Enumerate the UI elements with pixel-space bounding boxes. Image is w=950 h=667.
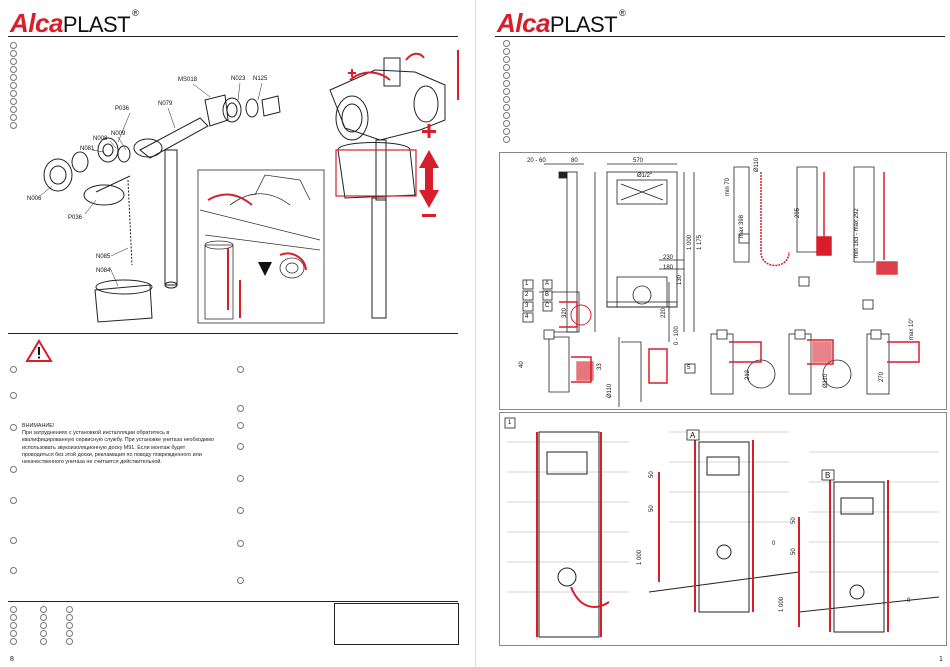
- part-label-n125: N125: [253, 76, 268, 82]
- part-label-n084: N084: [96, 268, 111, 274]
- part-label-n081: N081: [80, 146, 95, 152]
- right-page: AlcaPLAST®: [477, 0, 950, 667]
- part-label-ms018: MS018: [178, 77, 198, 83]
- part-label-p036-top: P036: [115, 106, 130, 112]
- dim-33: 33: [597, 363, 603, 370]
- technical-drawing-frame: [499, 152, 947, 410]
- section-rule: [8, 333, 458, 334]
- installation-drawing-frame: [499, 412, 947, 646]
- dim-min183-max292: min 183 - max 292: [854, 208, 860, 258]
- ru-warning-title: ВНИМАНИЕ!: [22, 423, 55, 429]
- dealer-stamp-box: [334, 603, 459, 645]
- dim-230: 230: [663, 255, 674, 261]
- triangle-marker-icon: [258, 262, 272, 276]
- install-step-1: 1: [508, 420, 512, 426]
- dim-180: 180: [663, 265, 674, 271]
- letter-a: A: [545, 281, 550, 287]
- dim-max10deg: max 10°: [909, 317, 915, 340]
- part-label-n085: N085: [96, 254, 111, 260]
- step-3: 3: [525, 303, 529, 309]
- dim-d110-left: Ø110: [607, 383, 613, 398]
- install-dim-a-0: 0: [772, 541, 776, 547]
- part-label-n009: N009: [111, 131, 126, 137]
- part-label-n008: N008: [93, 136, 108, 142]
- install-dim-a-50-bottom: 50: [649, 505, 655, 512]
- part-label-n079: N079: [158, 101, 173, 107]
- page-number-left: 8: [10, 656, 14, 663]
- dim-570: 570: [633, 158, 644, 164]
- dim-130: 130: [677, 274, 683, 285]
- dimension-drawing: [522, 163, 920, 407]
- ru-warning-text: При затруднениях с установкой инсталляци…: [22, 430, 214, 466]
- dim-d110-top: Ø110: [754, 157, 760, 172]
- part-label-n023: N023: [231, 76, 246, 82]
- step-1: 1: [525, 281, 529, 287]
- dim-thread: Ø1/2": [637, 173, 653, 179]
- install-dim-b-50-bottom: 50: [791, 548, 797, 555]
- page-number-right: 1: [939, 656, 943, 663]
- install-label-b: B: [825, 471, 831, 480]
- letter-c: C: [545, 303, 550, 309]
- part-label-p036-bottom: P036: [68, 215, 83, 221]
- install-dim-b-0: 0: [907, 598, 911, 604]
- step-2: 2: [525, 292, 529, 298]
- installation-drawing: [504, 417, 940, 638]
- install-dim-b-1000: 1 000: [779, 596, 785, 612]
- step-5: 5: [687, 365, 691, 371]
- install-label-a: A: [690, 431, 696, 440]
- dim-20-60: 20 - 60: [527, 158, 546, 164]
- header-rule: [8, 36, 458, 37]
- dim-40: 40: [519, 361, 525, 368]
- dim-295: 295: [795, 207, 801, 218]
- dim-1175: 1 175: [697, 234, 703, 250]
- brand-logo-right: AlcaPLAST®: [497, 8, 626, 38]
- brand-logo-left: AlcaPLAST®: [10, 8, 139, 38]
- footer-rule: [8, 601, 458, 602]
- dim-220: 220: [661, 307, 667, 318]
- dim-max398: max 398: [739, 214, 745, 238]
- dim-320: 320: [562, 307, 568, 318]
- part-label-n006: N006: [27, 196, 42, 202]
- page-gutter: [475, 0, 476, 667]
- warning-triangle-icon: [25, 339, 53, 362]
- ru-warning-block: ВНИМАНИЕ! При затруднениях с установкой …: [22, 423, 217, 466]
- exploded-parts-drawing: [39, 50, 459, 324]
- letter-b: B: [545, 292, 550, 298]
- dim-min70: min 70: [725, 177, 731, 196]
- dim-212: 212: [745, 369, 751, 380]
- dim-1000: 1 000: [687, 234, 693, 250]
- header-rule-right: [495, 36, 945, 37]
- dim-d110-right: Ø110: [823, 373, 829, 388]
- install-dim-a-50-top: 50: [649, 471, 655, 478]
- dim-0-100: 0 - 100: [674, 326, 680, 345]
- dim-80: 80: [571, 158, 578, 164]
- install-dim-b-50-top: 50: [791, 517, 797, 524]
- install-dim-a-1000: 1 000: [637, 549, 643, 565]
- dim-270: 270: [879, 371, 885, 382]
- left-page: AlcaPLAST®: [0, 0, 473, 667]
- step-4: 4: [525, 314, 529, 320]
